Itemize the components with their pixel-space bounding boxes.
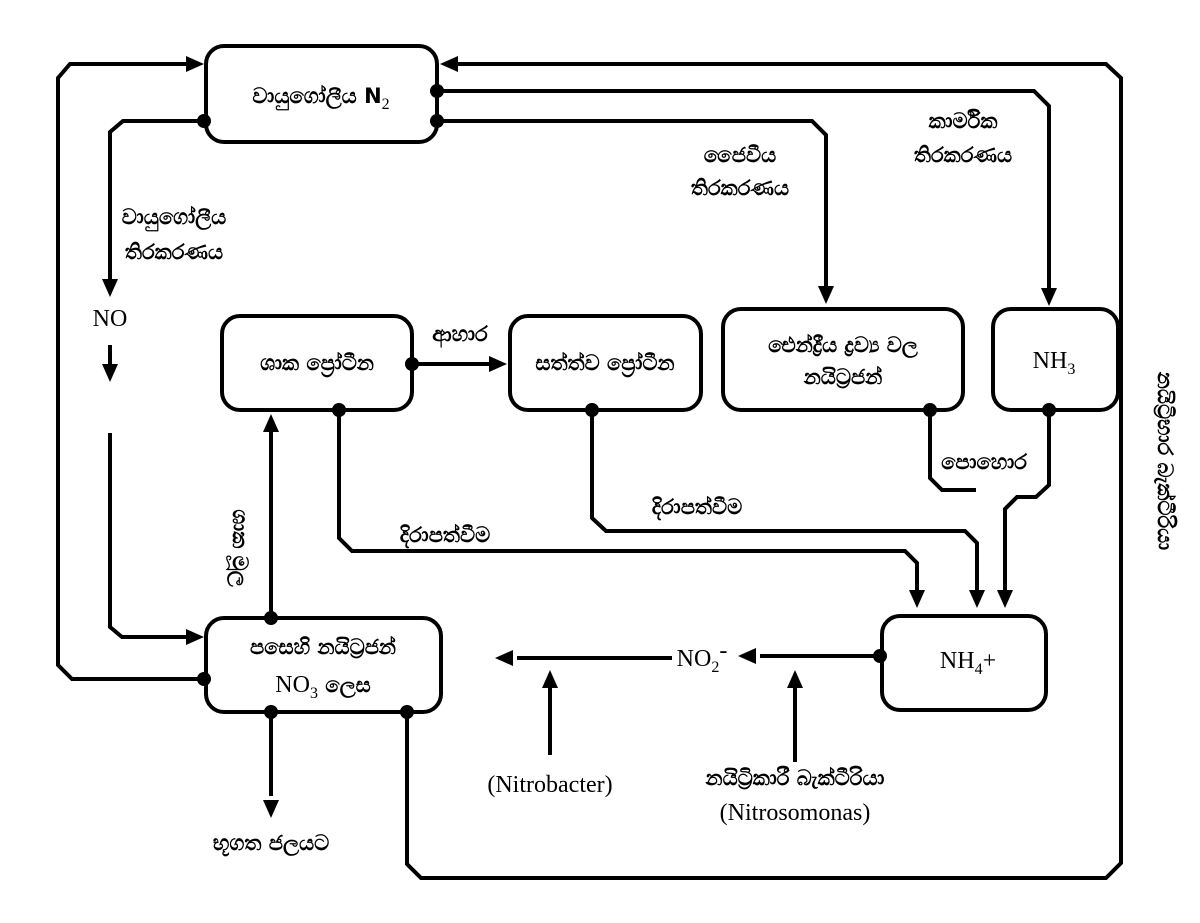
node-soil-nitrate-line1: පසෙහි නයිට්‍රජන්: [250, 635, 396, 659]
label-denitrifying-bacteria: නයිට්‍රිභාර බැක්ටීරියා: [1153, 371, 1177, 550]
node-organic-nitrogen: [721, 307, 965, 412]
arrowhead-nh3-to-nh4: [997, 590, 1013, 608]
dot: [264, 611, 278, 625]
arrowhead-to-organic: [818, 286, 834, 304]
arrowhead-to-n2-left: [186, 56, 204, 72]
no2-label-background: [673, 640, 737, 672]
dot: [197, 114, 211, 128]
label-decomposition-animal: දිරාපත්වීම: [651, 495, 742, 521]
dot: [1042, 403, 1056, 417]
line-n2-to-no: [108, 119, 203, 283]
line-n2-to-organic: [437, 119, 828, 290]
line-n2-to-nh3: [437, 89, 1051, 292]
node-atmospheric-n2-label: වායුගෝලීය N2: [252, 84, 389, 113]
node-animal-protein: [508, 314, 703, 412]
label-fertilizer: පොහොර: [941, 450, 1027, 474]
label-atmospheric-fixation-line2: තිරකරණය: [125, 240, 223, 264]
node-nh3-label: NH3: [1033, 348, 1076, 378]
arrowhead-to-plant: [263, 414, 279, 432]
dot: [430, 84, 444, 98]
dot: [400, 705, 414, 719]
arrowhead-to-n2-right: [440, 56, 458, 72]
line-nh3-to-nh4: [1003, 410, 1051, 592]
label-to-groundwater: භූගත ජලයට: [213, 831, 329, 857]
node-nh4: [880, 614, 1048, 712]
dot: [197, 672, 211, 686]
arrowhead-to-no: [102, 279, 118, 297]
label-nitrosomonas: (Nitrosomonas): [720, 800, 871, 826]
label-decomposition-plant: දිරාපත්වීම: [399, 523, 490, 549]
line-left-to-soil: [108, 433, 192, 639]
line-plant-decomp: [337, 410, 919, 592]
node-organic-nitrogen-line1: ඓන්ද්‍රීය ද්‍රව්‍ය වල: [768, 333, 918, 359]
arrowhead-animal-decomp: [969, 590, 985, 608]
arrowhead-to-groundwater: [263, 800, 279, 818]
label-atmospheric-fixation-line1: වායුගෝලීය: [122, 205, 226, 232]
arrowhead-nitrosomonas: [787, 670, 803, 688]
arrowhead-no-down: [102, 364, 118, 382]
dot: [264, 705, 278, 719]
node-nh4-label: NH4+: [940, 648, 996, 678]
line-organic-to-nh4: [928, 410, 976, 492]
node-animal-protein-label: සත්ත්ව ප්‍රෝටීන: [535, 351, 674, 378]
arrowhead-to-soil-right: [495, 650, 513, 666]
label-biological-fixation-line2: තිරකරණය: [691, 176, 789, 200]
label-industrial-fixation-line1: කාර්මික: [929, 109, 998, 133]
arrowhead-to-no2: [738, 648, 756, 664]
line-soil-to-n2-left: [56, 62, 203, 681]
label-nitrobacter: (Nitrobacter): [487, 772, 612, 798]
node-plant-protein-label: ශාක ප්‍රෝටීන: [260, 351, 374, 378]
line-soil-to-n2-right: [405, 62, 1123, 880]
arrowhead-plant-decomp: [909, 590, 925, 608]
node-no2-label: NO2-: [677, 638, 728, 676]
dot: [332, 403, 346, 417]
arrowhead-to-soil: [186, 629, 204, 645]
node-organic-nitrogen-line2: නයිට්‍රජන්: [803, 365, 883, 389]
connectors: [56, 62, 1123, 880]
label-industrial-fixation-line2: තිරකරණය: [914, 143, 1012, 167]
arrowhead-to-animal: [489, 356, 507, 372]
label-food: ආහාර: [432, 322, 488, 348]
label-plant-roots: ශාක මූල: [225, 509, 252, 586]
connection-dots: [197, 84, 1056, 719]
nodes: [204, 44, 1120, 714]
node-soil-nitrate: [204, 616, 443, 714]
arrowhead-to-nh3: [1041, 288, 1057, 306]
label-biological-fixation-line1: ජෛවීය: [704, 143, 776, 167]
dot: [923, 403, 937, 417]
label-nitrifying-bacteria: නයිට්‍රිකාරී බැක්ටීරියා: [705, 766, 885, 790]
arrowhead-nitrobacter: [542, 670, 558, 688]
arrowheads: [102, 56, 1057, 818]
line-animal-decomp: [590, 410, 979, 592]
dot: [585, 403, 599, 417]
dot: [430, 114, 444, 128]
dot: [405, 357, 419, 371]
dot: [873, 649, 887, 663]
node-soil-nitrate-line2: NO3 ලෙස: [275, 672, 370, 702]
node-no-label: NO: [93, 306, 128, 332]
